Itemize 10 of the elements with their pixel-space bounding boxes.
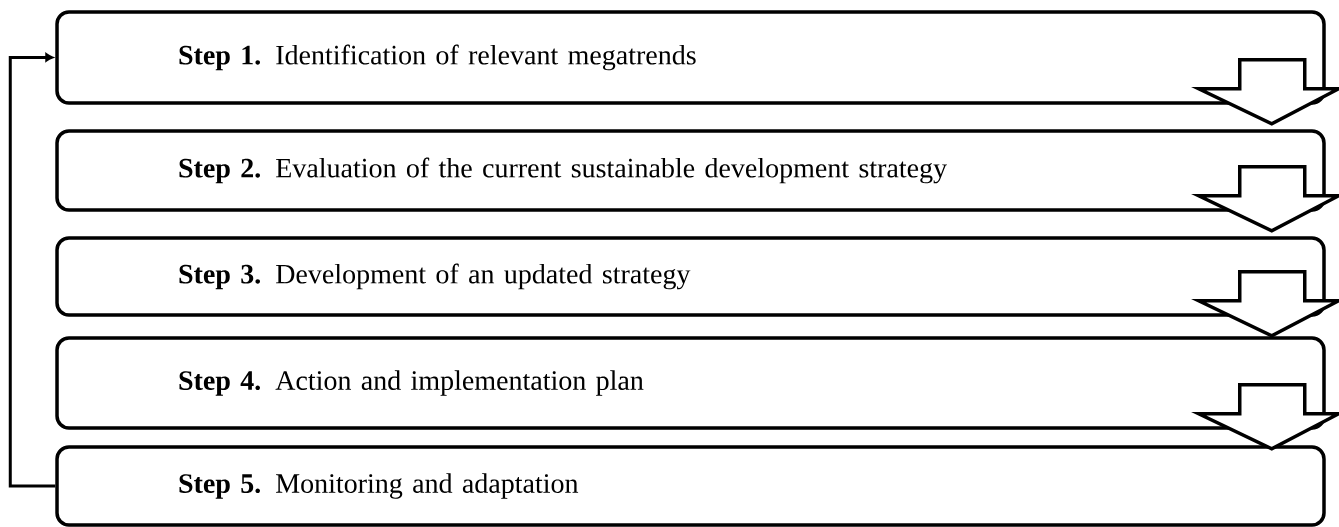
block-arrow (1191, 58, 1339, 126)
step-box: Step 1. Identification of relevant megatrends (55, 10, 1326, 105)
step-box: Step 3. Development of an updated strategy (55, 236, 1326, 317)
step-box: Step 4. Action and implementation plan (55, 336, 1326, 430)
block-arrow (1191, 383, 1339, 451)
block-arrow (1191, 165, 1339, 233)
step-box: Step 5. Monitoring and adaptation (55, 445, 1326, 527)
feedback-arrow (8, 53, 56, 488)
block-arrow (1191, 270, 1339, 338)
step-box: Step 2. Evaluation of the current sustainable development strategy (55, 129, 1326, 212)
